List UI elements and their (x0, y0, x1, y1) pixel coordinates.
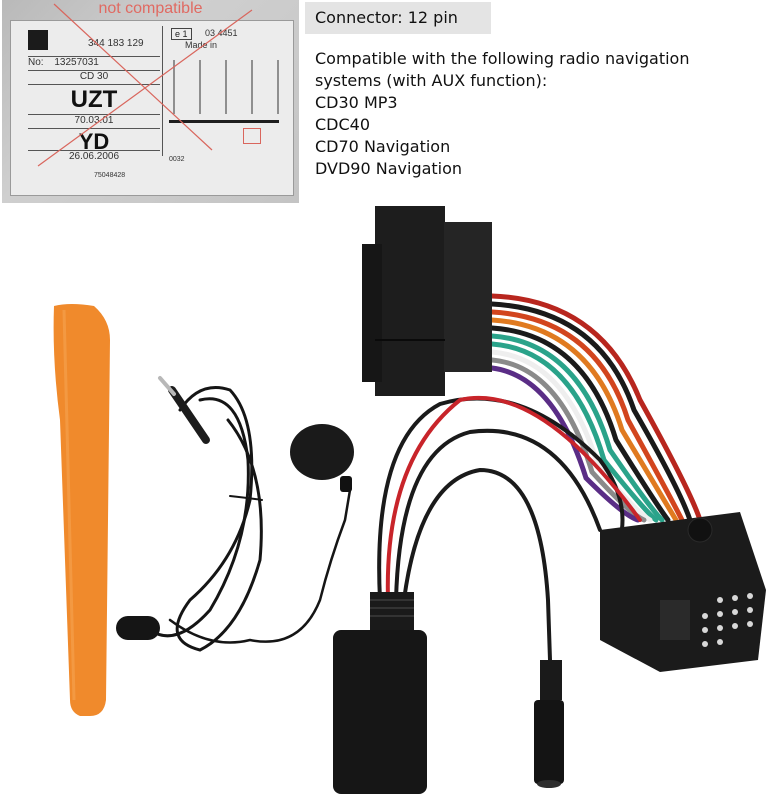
label-footer-code: 0032 (169, 156, 185, 163)
compat-model-3: CD70 Navigation (315, 137, 451, 156)
aux-jack-icon (534, 660, 564, 788)
compat-model-2: CDC40 (315, 115, 371, 134)
label-code1: UZT (28, 84, 160, 113)
compatibility-list: Compatible with the following radio navi… (315, 48, 765, 180)
radio-label-photo: 344 183 129 No: 13257031 CD 30 UZT 70.03… (2, 0, 299, 203)
label-approval-mark: e 1 (171, 28, 192, 40)
label-model: CD 30 (28, 70, 160, 82)
label-left-table: 344 183 129 No: 13257031 CD 30 UZT 70.03… (28, 26, 160, 162)
harness-wires (489, 293, 703, 523)
bluetooth-module-icon (333, 592, 427, 794)
label-right-panel: e 1 03 4451 Made in 0032 (162, 26, 283, 163)
label-serial-number: 13257031 (54, 57, 99, 68)
compat-model-4: DVD90 Navigation (315, 159, 463, 178)
label-date: 26.06.2006 (28, 150, 160, 162)
connector-label: Connector: 12 pin (315, 8, 458, 27)
label-red-highlight (243, 128, 261, 144)
label-code2: 70.03.01 (28, 114, 160, 126)
compat-intro-line1: Compatible with the following radio navi… (315, 49, 690, 68)
label-serial-row: No: 13257031 (28, 56, 160, 68)
not-compatible-cross-icon (37, 3, 253, 167)
label-part-number: 344 183 129 (88, 38, 144, 49)
label-serial-label: No: (28, 57, 44, 68)
label-made-in: Made in (185, 40, 218, 50)
compat-intro-line2: systems (with AUX function): (315, 71, 548, 90)
label-black-square (28, 30, 48, 50)
connector-badge (305, 2, 491, 34)
label-pin-diagram (169, 60, 279, 114)
label-pin-bus (169, 120, 279, 123)
not-compatible-text: not compatible (98, 0, 203, 17)
module-cables (377, 395, 642, 662)
microphone-icon (116, 376, 354, 652)
compat-model-1: CD30 MP3 (315, 93, 398, 112)
label-barcode-number: 75048428 (94, 172, 126, 179)
quadlock-connector-icon (600, 512, 766, 672)
twelve-pin-connector-icon (362, 206, 492, 396)
pry-tool-icon (53, 304, 110, 716)
